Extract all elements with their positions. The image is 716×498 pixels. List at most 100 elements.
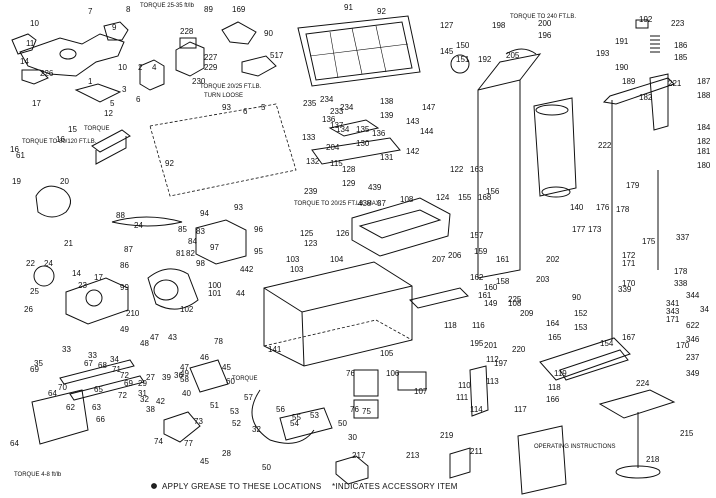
part-number: 200 xyxy=(538,19,552,28)
part-number: 42 xyxy=(156,397,165,406)
manual-title: OPERATING INSTRUCTIONS xyxy=(534,444,616,450)
torque-note: TORQUE 25-35 ft/lb xyxy=(140,3,195,9)
part-number: 161 xyxy=(496,255,510,264)
torque-note: TORQUE xyxy=(84,126,110,132)
part-number: 88 xyxy=(116,211,125,220)
clamp-jaw-lower xyxy=(21,69,49,85)
part-number: 90 xyxy=(264,29,273,38)
part-number: 118 xyxy=(548,383,561,392)
part-number: 50 xyxy=(338,419,347,428)
part-number: 104 xyxy=(330,255,344,264)
part-number: 141 xyxy=(268,345,282,354)
part-number: 34 xyxy=(110,355,119,364)
pressure-tank xyxy=(351,197,451,257)
part-number: 162 xyxy=(470,273,484,282)
part-number: 160 xyxy=(484,283,498,292)
part-number: 67 xyxy=(84,359,93,368)
part-number: 83 xyxy=(196,227,205,236)
valve-block xyxy=(175,41,205,77)
part-number: 3 xyxy=(122,85,127,94)
part-number: 205 xyxy=(506,51,520,60)
part-number: 193 xyxy=(596,49,610,58)
part-number: 213 xyxy=(406,451,420,460)
part-number: 209 xyxy=(520,309,534,318)
part-number: 22 xyxy=(26,259,35,268)
mount-plate-b xyxy=(353,399,379,419)
part-number: 223 xyxy=(671,19,685,28)
part-number: 57 xyxy=(244,393,253,402)
part-number: 50 xyxy=(262,463,271,472)
motor-end-cap xyxy=(153,279,179,301)
gearbox xyxy=(65,277,129,325)
cylinder-mount xyxy=(35,185,71,218)
accessory-legend: *INDICATES ACCESSORY ITEM xyxy=(332,482,458,491)
torque-note: TORQUE TO 240 FT.LB. xyxy=(510,14,576,20)
tank-base xyxy=(358,209,442,239)
part-number: 228 xyxy=(180,27,194,36)
part-number: 16 xyxy=(56,135,65,144)
part-number: 9 xyxy=(112,23,117,32)
part-number: 62 xyxy=(66,403,75,412)
part-number: 1 xyxy=(88,77,93,86)
pedal-plate xyxy=(31,389,89,445)
part-number: 71 xyxy=(112,365,121,374)
part-number: 8 xyxy=(126,5,131,14)
bead-blade xyxy=(539,337,631,381)
part-number: 155 xyxy=(458,193,472,202)
motor-bracket-top xyxy=(221,21,257,45)
part-number: 130 xyxy=(356,139,370,148)
part-number: 185 xyxy=(674,53,688,62)
part-number: 106 xyxy=(386,369,400,378)
part-number: 64 xyxy=(48,389,57,398)
part-number: 68 xyxy=(98,361,107,370)
cabinet-rail xyxy=(409,287,469,309)
part-number: 112 xyxy=(486,355,499,364)
part-number: 11 xyxy=(26,39,35,48)
part-number: 235 xyxy=(303,99,317,108)
part-number: 116 xyxy=(472,321,485,330)
part-number: 182 xyxy=(697,137,711,146)
part-number: 159 xyxy=(474,247,488,256)
shaft-cap xyxy=(635,19,649,29)
part-number: 66 xyxy=(96,415,105,424)
part-number: 72 xyxy=(118,391,127,400)
part-number: 171 xyxy=(622,259,636,268)
part-number: 182 xyxy=(639,93,653,102)
part-number: 96 xyxy=(254,225,263,234)
part-number: 108 xyxy=(400,195,414,204)
part-number: 192 xyxy=(639,15,653,24)
part-number: 43 xyxy=(168,333,177,342)
part-number: 87 xyxy=(124,245,133,254)
part-number: 224 xyxy=(636,379,650,388)
part-number: 156 xyxy=(486,187,500,196)
part-number: 188 xyxy=(697,91,711,100)
part-number: 86 xyxy=(120,261,129,270)
part-number: 170 xyxy=(676,341,690,350)
cabinet-hidden-edge xyxy=(263,319,413,347)
part-number: 21 xyxy=(64,239,73,248)
part-number: 150 xyxy=(456,41,470,50)
part-number: 12 xyxy=(104,109,113,118)
pedal-bracket xyxy=(241,55,277,77)
motor-drum xyxy=(147,268,199,310)
clamp-jaw-right xyxy=(103,21,129,41)
part-number: 30 xyxy=(348,433,357,442)
part-number: 131 xyxy=(380,153,394,162)
part-number: 81 xyxy=(176,249,185,258)
part-number: 14 xyxy=(72,269,81,278)
part-number: 201 xyxy=(484,341,498,350)
part-number: 70 xyxy=(58,383,67,392)
part-number: 75 xyxy=(362,407,371,416)
part-number: 52 xyxy=(232,419,241,428)
part-number: 23 xyxy=(78,281,87,290)
part-number: 177 xyxy=(572,225,586,234)
part-number: 47 xyxy=(150,333,159,342)
part-number: 110 xyxy=(458,381,471,390)
part-number: 84 xyxy=(188,237,197,246)
clamp-jaw-left xyxy=(11,33,37,55)
part-number: 26 xyxy=(24,305,33,314)
part-number: 145 xyxy=(440,47,454,56)
part-number: 113 xyxy=(486,377,499,386)
part-number: 117 xyxy=(514,405,527,414)
part-number: 438 xyxy=(358,199,372,208)
